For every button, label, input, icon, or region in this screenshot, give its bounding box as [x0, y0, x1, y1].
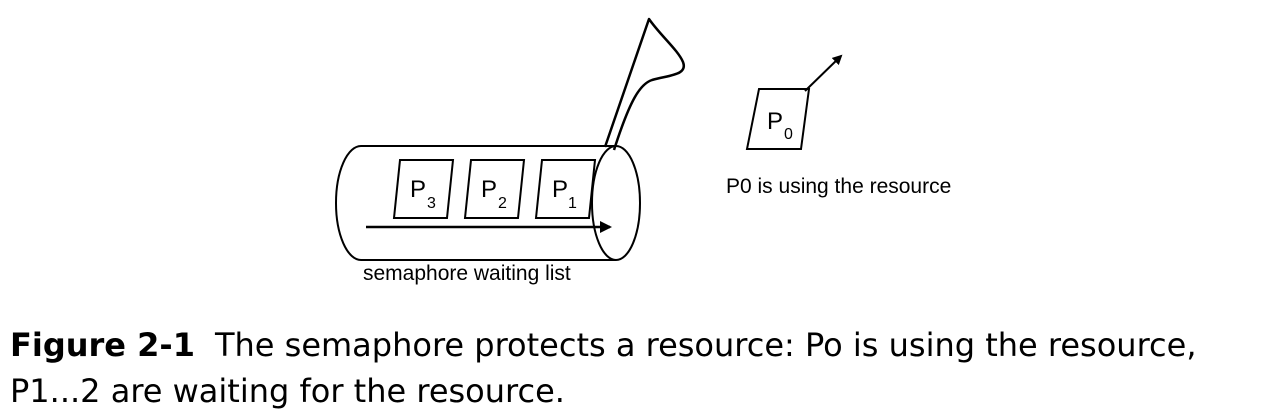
process-index: 3	[427, 195, 436, 212]
waiting-list-label: semaphore waiting list	[363, 262, 571, 285]
tube-front-opening	[591, 145, 641, 261]
resource-label: P0 is using the resource	[726, 175, 951, 198]
process-letter: P	[410, 176, 426, 203]
process-letter: P	[481, 176, 497, 203]
process-p3: P 3	[392, 159, 455, 219]
semaphore-flag	[603, 17, 686, 151]
process-index: 2	[498, 195, 507, 212]
resource-use-arrow	[804, 54, 843, 92]
process-p0: P 0	[745, 88, 811, 150]
caption-label: Figure 2-1	[10, 326, 195, 364]
tube-back-end	[335, 145, 362, 261]
process-letter: P	[552, 176, 568, 203]
process-index: 1	[568, 195, 577, 212]
process-p1: P 1	[534, 159, 597, 219]
semaphore-diagram: P 3 P 2 P 1 P 0 P0 is using the resource…	[335, 17, 951, 285]
process-p2: P 2	[463, 159, 526, 219]
process-letter: P	[767, 108, 783, 135]
caption-text: The semaphore protects a resource: Po is…	[10, 326, 1197, 410]
process-index: 0	[784, 126, 793, 143]
